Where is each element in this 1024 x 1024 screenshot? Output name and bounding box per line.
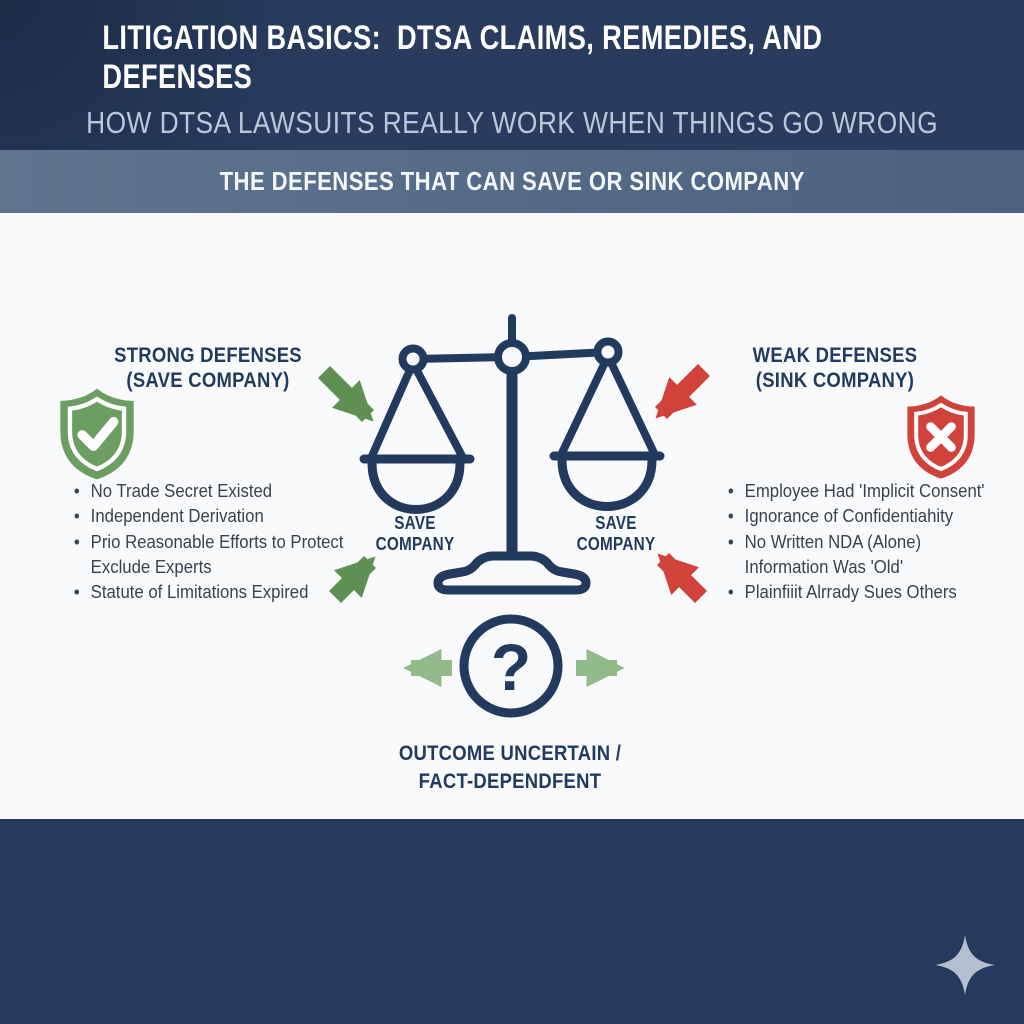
scale-pivot — [494, 339, 530, 375]
left-pan-label: SAVE COMPANY — [375, 513, 455, 554]
content-area: ? STRONG DEFENSES (SAVE COMPANY) No Trad… — [0, 213, 1024, 819]
green-arrow-toward-left-pan — [317, 365, 375, 423]
red-arrow-up-right-pan — [656, 552, 708, 604]
list-item: Prio Reasonable Efforts to Protect Exclu… — [73, 530, 380, 581]
right-beam-joint — [593, 337, 623, 367]
list-item: Employee Had 'Implicit Consent' — [727, 479, 1024, 505]
outcome-caption: OUTCOME UNCERTAIN / FACT-DEPENDFENT — [398, 742, 622, 793]
weak-defenses-heading: WEAK DEFENSES (SINK COMPANY) — [752, 344, 918, 392]
list-item: Statute of Limitations Expired — [73, 580, 380, 606]
red-arrow-toward-right-pan — [654, 363, 711, 420]
left-beam-joint — [398, 344, 428, 374]
page-title: LITIGATION BASICS: DTSA CLAIMS, REMEDIES… — [102, 19, 831, 96]
list-item: No Trade Secret Existed — [73, 479, 380, 505]
strong-defenses-list: No Trade Secret Existed Independent Deri… — [73, 479, 380, 606]
header-text-group: LITIGATION BASICS: DTSA CLAIMS, REMEDIES… — [0, 0, 1024, 150]
question-circle: ? — [459, 614, 563, 718]
right-hanger-leg — [604, 352, 658, 457]
question-mark: ? — [491, 630, 531, 704]
list-item: No Written NDA (Alone) Information Was '… — [727, 530, 1024, 581]
weak-defenses-list: Employee Had 'Implicit Consent' Ignoranc… — [727, 479, 1024, 606]
left-hanger-leg — [368, 359, 417, 460]
balance-scale — [359, 314, 665, 595]
sparkle-icon — [935, 935, 995, 995]
right-pan-label: SAVE COMPANY — [576, 513, 656, 554]
left-hanger-leg — [409, 359, 466, 460]
strong-defenses-heading: STRONG DEFENSES (SAVE COMPANY) — [114, 344, 302, 392]
scale-base — [433, 551, 591, 595]
shield-check-icon — [60, 388, 134, 480]
shield-x-icon — [907, 395, 975, 479]
list-item: Independent Derivation — [73, 504, 380, 530]
section-banner-title: THE DEFENSES THAT CAN SAVE OR SINK COMPA… — [219, 166, 805, 196]
right-hanger-leg — [558, 352, 612, 457]
header: LITIGATION BASICS: DTSA CLAIMS, REMEDIES… — [0, 0, 1024, 150]
list-item: Plainfiiit Alrrady Sues Others — [727, 580, 1024, 606]
footer — [0, 819, 1024, 1024]
section-banner: THE DEFENSES THAT CAN SAVE OR SINK COMPA… — [0, 150, 1024, 213]
right-pan-bowl — [557, 455, 657, 511]
left-pan-bowl — [367, 458, 465, 514]
page-subtitle: HOW DTSA LAWSUITS REALLY WORK WHEN THING… — [86, 105, 938, 140]
list-item: Ignorance of Confidentiahity — [727, 504, 1024, 530]
